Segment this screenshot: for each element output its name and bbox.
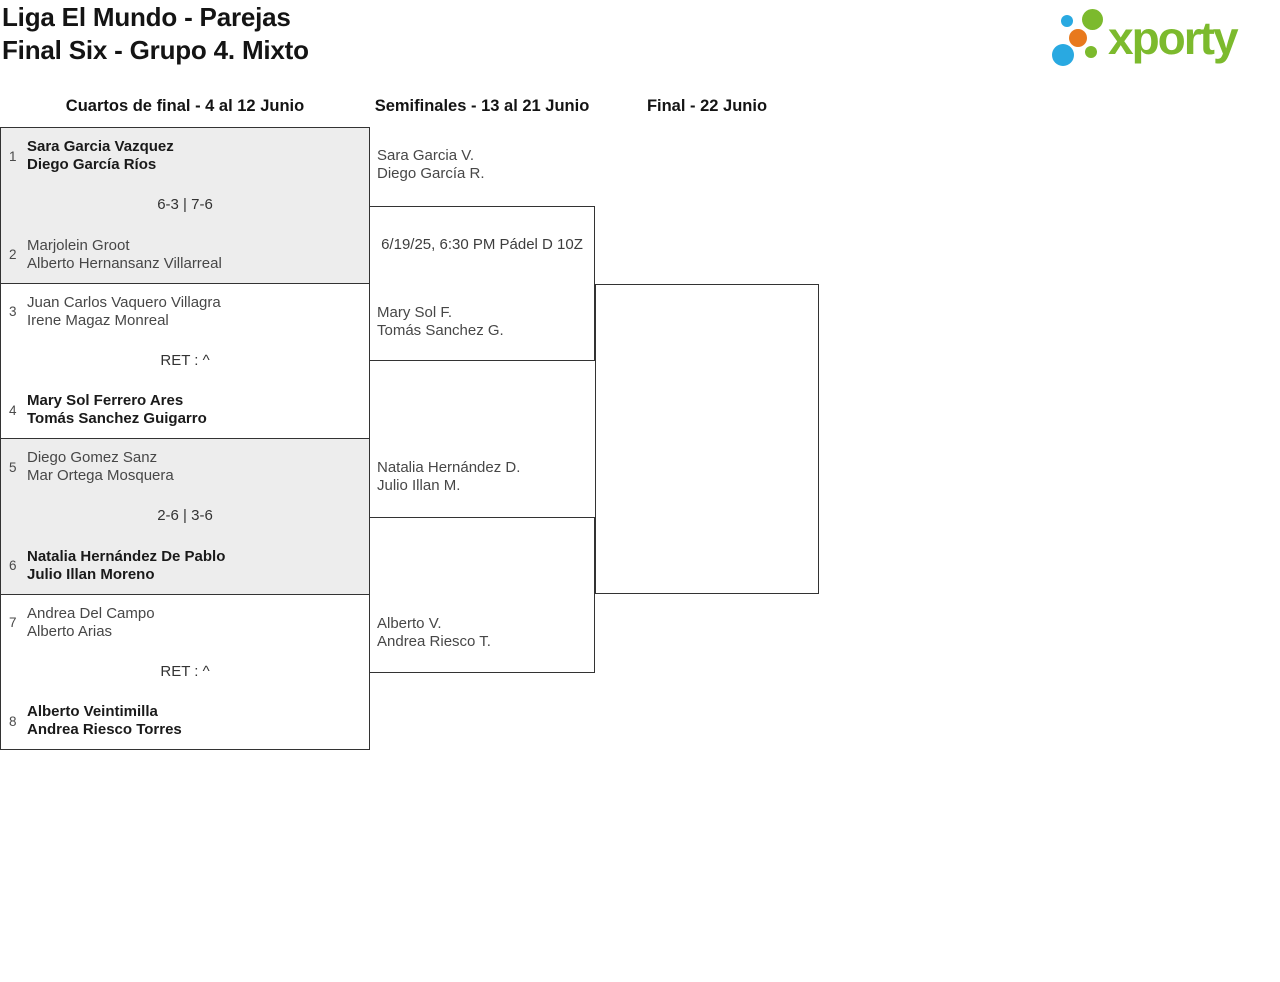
seed-number: 5 <box>9 459 17 475</box>
player-name: Diego García R. <box>377 165 485 182</box>
qf-match-1: 1 Sara Garcia Vazquez Diego García Ríos … <box>1 128 369 284</box>
player-name: Andrea Riesco T. <box>377 633 491 650</box>
round-header-semifinales: Semifinales - 13 al 21 Junio <box>374 97 590 115</box>
sf1-team1-label: Sara Garcia V. Diego García R. <box>377 147 485 183</box>
seed-number: 7 <box>9 615 17 630</box>
sf2-team2-label: Alberto V. Andrea Riesco T. <box>377 615 491 651</box>
player-name: Tomás Sanchez G. <box>377 322 504 339</box>
team-row: 7 Andrea Del Campo Alberto Arias <box>1 605 369 641</box>
team-names: Mary Sol Ferrero Ares Tomás Sanchez Guig… <box>27 392 207 428</box>
team-row: 4 Mary Sol Ferrero Ares Tomás Sanchez Gu… <box>1 392 369 428</box>
player-name: Alberto V. <box>377 615 442 632</box>
team-row: 1 Sara Garcia Vazquez Diego García Ríos <box>1 138 369 174</box>
player-name: Natalia Hernández De Pablo <box>27 547 226 565</box>
seed-number: 4 <box>9 402 17 418</box>
quarterfinals-column: 1 Sara Garcia Vazquez Diego García Ríos … <box>0 127 370 750</box>
team-names: Marjolein Groot Alberto Hernansanz Villa… <box>27 237 222 273</box>
player-name: Andrea Riesco Torres <box>27 721 182 738</box>
logo-dot-icon <box>1085 46 1097 58</box>
player-name: Alberto Hernansanz Villarreal <box>27 254 222 272</box>
player-name: Irene Magaz Monreal <box>27 311 169 329</box>
match-score: RET : ^ <box>160 351 210 369</box>
xporty-logo: xporty <box>1045 5 1275 77</box>
logo-wordmark: xporty <box>1108 12 1239 64</box>
match-score: 2-6 | 3-6 <box>157 507 213 525</box>
sf-match-1-box: 6/19/25, 6:30 PM Pádel D 10Z <box>369 206 595 361</box>
final-match-box <box>595 284 819 594</box>
team-names: Juan Carlos Vaquero Villagra Irene Magaz… <box>27 294 221 330</box>
tournament-title-line1: Liga El Mundo - Parejas <box>2 2 291 32</box>
team-row: 5 Diego Gomez Sanz Mar Ortega Mosquera <box>1 449 369 485</box>
seed-number: 8 <box>9 713 17 729</box>
player-name: Diego Gomez Sanz <box>27 449 158 466</box>
round-header-final: Final - 22 Junio <box>646 97 768 115</box>
player-name: Marjolein Groot <box>27 236 130 254</box>
player-name: Natalia Hernández D. <box>377 459 521 476</box>
player-name: Mary Sol Ferrero Ares <box>27 392 184 409</box>
sf2-team1-label: Natalia Hernández D. Julio Illan M. <box>377 459 520 495</box>
team-names: Andrea Del Campo Alberto Arias <box>27 605 155 641</box>
player-name: Mary Sol F. <box>377 304 453 321</box>
player-name: Julio Illan Moreno <box>27 565 155 583</box>
logo-dot-icon <box>1061 15 1073 27</box>
team-names: Natalia Hernández De Pablo Julio Illan M… <box>27 548 225 584</box>
match-schedule: 6/19/25, 6:30 PM Pádel D 10Z <box>381 236 583 253</box>
qf-match-2: 3 Juan Carlos Vaquero Villagra Irene Mag… <box>1 284 369 439</box>
logo-dot-icon <box>1069 29 1087 47</box>
qf-match-3: 5 Diego Gomez Sanz Mar Ortega Mosquera 2… <box>1 439 369 595</box>
round-header-cuartos: Cuartos de final - 4 al 12 Junio <box>65 97 305 115</box>
match-score: 6-3 | 7-6 <box>157 196 213 214</box>
player-name: Mar Ortega Mosquera <box>27 467 174 484</box>
match-score: RET : ^ <box>160 662 210 680</box>
qf-match-4: 7 Andrea Del Campo Alberto Arias RET : ^… <box>1 595 369 750</box>
seed-number: 6 <box>9 558 17 573</box>
team-row: 3 Juan Carlos Vaquero Villagra Irene Mag… <box>1 294 369 330</box>
player-name: Juan Carlos Vaquero Villagra <box>27 293 221 311</box>
player-name: Julio Illan M. <box>377 477 461 494</box>
player-name: Sara Garcia V. <box>377 147 474 164</box>
player-name: Alberto Veintimilla <box>27 703 158 720</box>
team-names: Sara Garcia Vazquez Diego García Ríos <box>27 138 174 174</box>
player-name: Sara Garcia Vazquez <box>27 138 174 155</box>
team-names: Diego Gomez Sanz Mar Ortega Mosquera <box>27 449 174 485</box>
seed-number: 3 <box>9 304 17 319</box>
team-row: 2 Marjolein Groot Alberto Hernansanz Vil… <box>1 237 369 273</box>
tournament-title: Liga El Mundo - Parejas Final Six - Grup… <box>2 1 309 67</box>
player-name: Andrea Del Campo <box>27 604 155 622</box>
sf-match-2-box <box>369 517 595 673</box>
team-row: 6 Natalia Hernández De Pablo Julio Illan… <box>1 548 369 584</box>
tournament-title-line2: Final Six - Grupo 4. Mixto <box>2 35 309 65</box>
player-name: Tomás Sanchez Guigarro <box>27 410 207 427</box>
logo-dot-icon <box>1052 44 1074 66</box>
logo-dot-icon <box>1082 9 1103 30</box>
team-names: Alberto Veintimilla Andrea Riesco Torres <box>27 703 182 739</box>
team-row: 8 Alberto Veintimilla Andrea Riesco Torr… <box>1 703 369 739</box>
seed-number: 2 <box>9 247 17 262</box>
sf1-team2-label: Mary Sol F. Tomás Sanchez G. <box>377 304 504 340</box>
player-name: Alberto Arias <box>27 622 113 640</box>
seed-number: 1 <box>9 148 17 164</box>
player-name: Diego García Ríos <box>27 156 157 173</box>
